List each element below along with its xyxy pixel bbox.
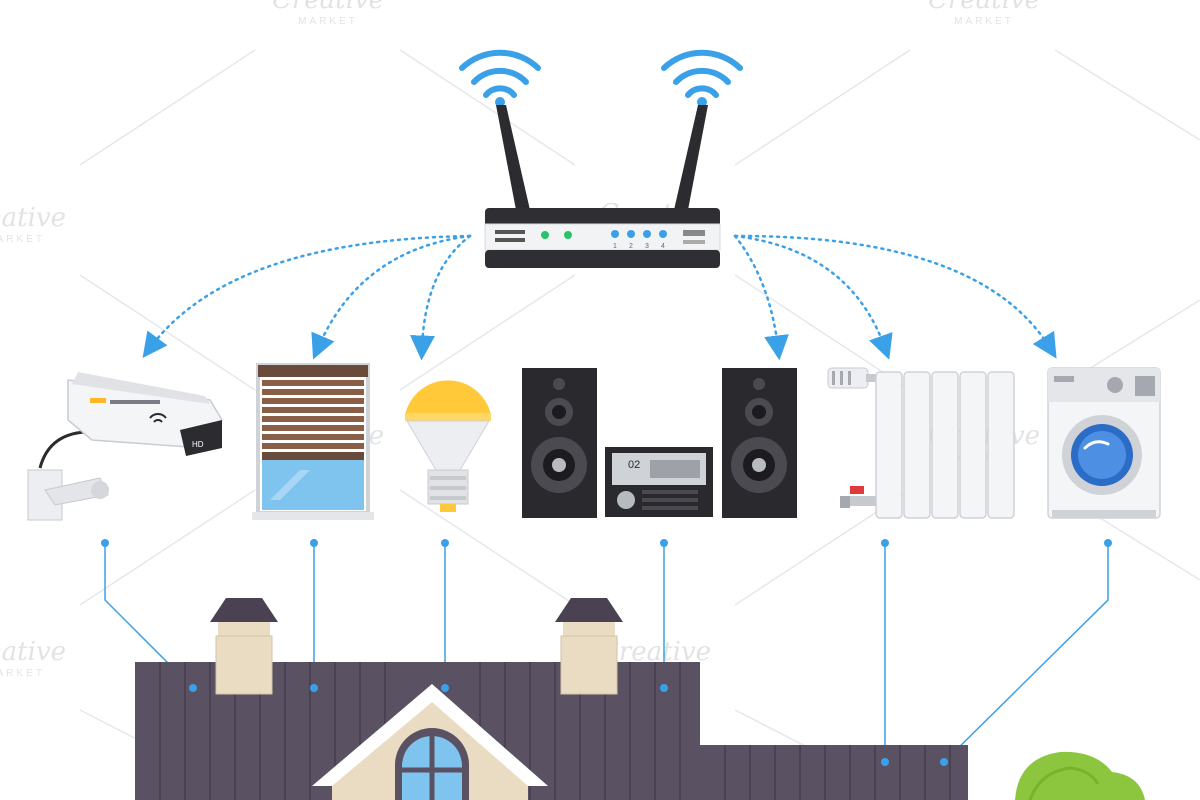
display-value: 02 xyxy=(628,459,640,471)
dormer-window xyxy=(312,684,548,800)
watermark-sub: MARKET xyxy=(0,234,45,245)
radiator-sections xyxy=(875,371,1015,519)
wifi-icon xyxy=(149,413,167,423)
light-bulb xyxy=(405,380,491,512)
wifi-signal-icon xyxy=(459,49,743,98)
watermark-brand: Creative xyxy=(0,637,66,667)
wifi-router: 1 2 3 4 xyxy=(459,49,743,268)
watermark-text: Creative MARKET Creative MARKET Creative… xyxy=(0,0,1040,679)
link-arrow xyxy=(142,234,472,359)
window-blinds xyxy=(252,363,374,520)
watermark-sub: MARKET xyxy=(954,16,1014,27)
radiator xyxy=(827,367,1015,519)
camera-label: HD xyxy=(192,440,204,449)
watermark-brand: Creative xyxy=(928,0,1040,15)
security-camera: HD xyxy=(27,372,223,521)
speaker-left xyxy=(522,368,597,518)
link-arrow xyxy=(733,234,789,361)
link-arrow xyxy=(733,234,893,360)
stereo-receiver: 02 xyxy=(605,447,713,517)
stereo-system: 02 xyxy=(522,368,797,518)
side-roof xyxy=(700,745,968,800)
link-arrow xyxy=(311,234,472,360)
router-links xyxy=(142,234,1057,361)
watermark-sub: MARKET xyxy=(298,16,358,27)
watermark-brand: Creative xyxy=(272,0,384,15)
house xyxy=(135,598,968,800)
watermark-brand: Creative xyxy=(0,203,66,233)
port-number: 3 xyxy=(645,243,649,250)
link-arrow xyxy=(733,234,1057,359)
port-number: 4 xyxy=(661,243,665,250)
speaker-right xyxy=(722,368,797,518)
connector-dots xyxy=(101,539,1112,547)
chimney xyxy=(210,598,278,695)
port-number: 1 xyxy=(613,243,617,250)
roof-connector-dots xyxy=(189,684,948,766)
port-number: 2 xyxy=(629,243,633,250)
chimney xyxy=(555,598,623,695)
link-arrow xyxy=(409,234,472,361)
tree xyxy=(1015,751,1145,800)
washing-machine xyxy=(1047,367,1161,519)
blind-slats xyxy=(262,380,364,460)
router-antenna xyxy=(496,105,708,210)
watermark-sub: MARKET xyxy=(0,668,45,679)
